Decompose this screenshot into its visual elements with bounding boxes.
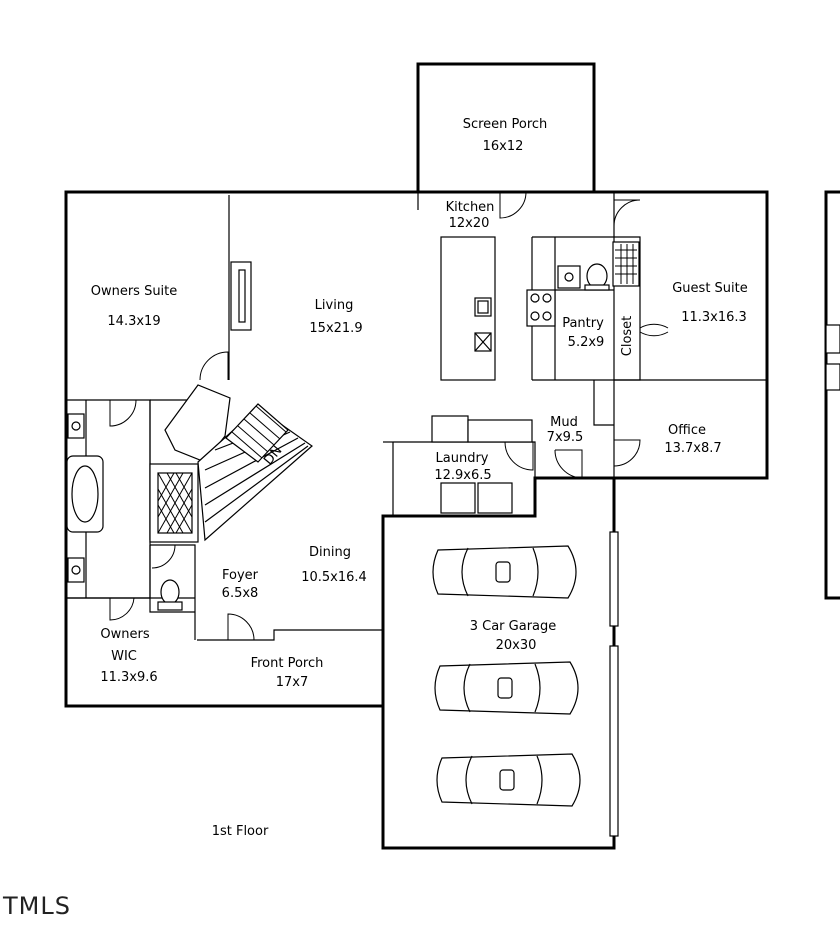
guest-shower-grid xyxy=(615,244,637,284)
owners-wic-name: Owners xyxy=(100,627,149,642)
mud-size: 7x9.5 xyxy=(547,430,584,445)
guest-suite-size: 11.3x16.3 xyxy=(681,310,747,325)
owners-suite-name: Owners Suite xyxy=(91,284,178,299)
owners-wic-size: 11.3x9.6 xyxy=(100,670,157,685)
car-2 xyxy=(434,661,579,715)
screen-porch-size: 16x12 xyxy=(483,139,524,154)
brand-logo: TMLS xyxy=(2,892,71,920)
garage-size: 20x30 xyxy=(496,638,537,653)
owners-shower-grid xyxy=(157,472,193,534)
exterior-walls xyxy=(64,62,840,850)
owners-wic-name2: WIC xyxy=(111,649,137,664)
closet-name: Closet xyxy=(620,316,635,357)
front-porch-size: 17x7 xyxy=(276,675,309,690)
laundry-name: Laundry xyxy=(436,451,489,466)
staircase xyxy=(164,384,313,542)
living-name: Living xyxy=(315,298,354,313)
owners-suite-size: 14.3x19 xyxy=(107,314,160,329)
interior-walls xyxy=(66,192,767,640)
kitchen-size: 12x20 xyxy=(449,216,490,231)
floor-label: 1st Floor xyxy=(212,824,269,839)
kitchen-name: Kitchen xyxy=(446,200,495,215)
foyer-size: 6.5x8 xyxy=(222,586,259,601)
dining-size: 10.5x16.4 xyxy=(301,570,367,585)
screen-porch-name: Screen Porch xyxy=(463,117,548,132)
pantry-name: Pantry xyxy=(562,316,604,331)
fixtures xyxy=(66,236,840,837)
car-3 xyxy=(436,753,581,807)
foyer-name: Foyer xyxy=(222,568,259,583)
guest-suite-name: Guest Suite xyxy=(672,281,748,296)
front-porch-name: Front Porch xyxy=(251,656,324,671)
car-1 xyxy=(432,545,577,599)
office-name: Office xyxy=(668,423,706,438)
pantry-size: 5.2x9 xyxy=(568,335,605,350)
mud-name: Mud xyxy=(550,415,578,430)
dining-name: Dining xyxy=(309,545,351,560)
garage-name: 3 Car Garage xyxy=(470,619,557,634)
laundry-size: 12.9x6.5 xyxy=(434,468,491,483)
doors xyxy=(109,191,669,641)
office-size: 13.7x8.7 xyxy=(664,441,721,456)
living-size: 15x21.9 xyxy=(309,321,362,336)
